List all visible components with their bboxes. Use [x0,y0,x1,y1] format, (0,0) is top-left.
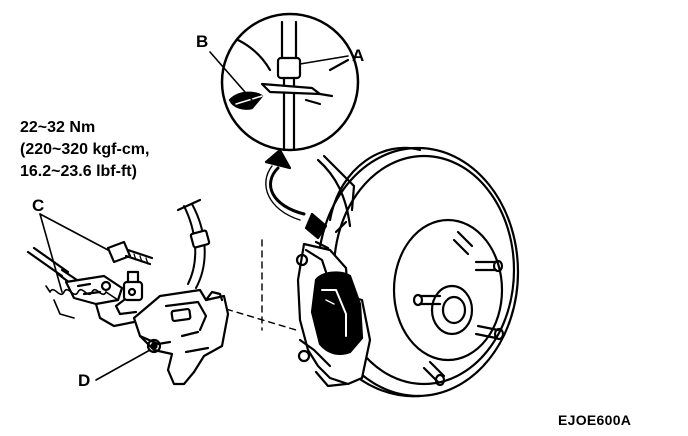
leader-c [39,213,63,293]
dust-shield [304,154,356,250]
caliper-fitting [114,270,144,316]
guide-rod-bolt [106,240,154,266]
inset-clip [260,82,322,96]
caliper-body [132,288,230,386]
leader-c [39,213,109,251]
wheel-stud [422,360,446,384]
wheel-hub [430,284,474,336]
torque-nm: 22~32 Nm [20,119,96,136]
wheel-studs [412,230,505,387]
brake-hose [176,198,211,289]
callout-b: B [196,32,209,51]
wheel-stud [474,324,500,340]
callout-a: A [352,46,365,65]
torque-spec: 22~32 Nm (220~320 kgf-cm, 16.2~23.6 lbf-… [20,117,149,183]
wheel-stud-end [492,259,504,273]
callout-c: C [32,196,45,215]
wheel-stud [474,260,498,272]
detail-circle [220,12,360,152]
hose-clip [189,229,211,249]
leader-b [209,51,253,101]
figure-code: EJOE600A [558,412,632,428]
callout-d: D [78,371,91,390]
inset-hose [280,20,298,62]
leader-a [299,55,349,65]
torque-lbf: 16.2~23.6 lbf-ft) [20,163,137,180]
wheel-stud-end [412,293,424,307]
return-spring [45,285,119,319]
brake-pad [310,271,364,355]
wheel-stud-end [434,373,446,387]
wheel-stud [452,230,474,256]
detail-arrow [264,148,306,221]
wheel-stud [418,294,442,306]
alignment-line [215,305,297,331]
leader-d [95,349,151,381]
inset-fitting [276,56,302,80]
detail-inset [220,12,360,152]
wheel-stud-end [493,327,505,341]
torque-kgf: (220~320 kgf-cm, [20,141,150,158]
